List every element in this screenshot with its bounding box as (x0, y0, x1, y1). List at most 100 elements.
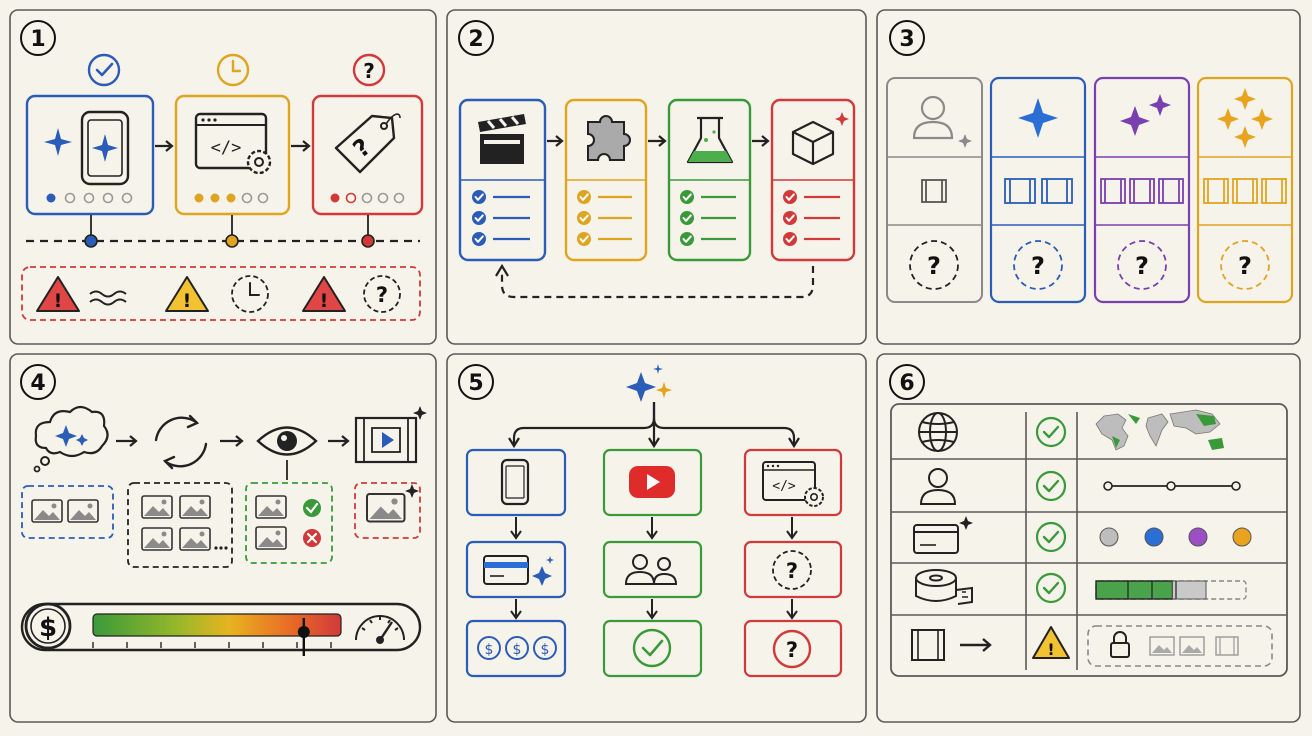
branch-connectors (508, 402, 800, 449)
dashed-loop-arrow-icon (495, 263, 815, 299)
svg-text:3: 3 (899, 27, 914, 52)
credit-card-icon (913, 516, 973, 554)
timeline-slider-icon (1103, 481, 1241, 491)
video-card (602, 448, 703, 517)
credit-card-sparkle-icon (483, 555, 554, 586)
column-gray (886, 77, 983, 303)
video-player-icon (354, 406, 427, 464)
film-frames-yellow (1203, 178, 1287, 204)
puzzle-piece-icon (587, 115, 631, 161)
color-dots-icon (1099, 527, 1252, 547)
panel-number-6: 6 (889, 364, 925, 400)
sparkles-icon (626, 364, 672, 402)
progress-dots-price (330, 192, 405, 204)
image-group-gray (127, 482, 233, 568)
check-icon (632, 628, 672, 668)
flask-icon (686, 116, 734, 164)
clock-icon (231, 275, 269, 313)
film-frames-gray (921, 179, 947, 203)
svg-text:?: ? (1238, 252, 1252, 280)
wave-icon (89, 290, 127, 306)
clock-icon (216, 53, 250, 87)
question-icon: ? (1013, 240, 1063, 290)
warning-icon: ! (36, 276, 80, 312)
question-icon: ? (772, 629, 812, 669)
cost-level-marker (297, 618, 310, 656)
panel-number-5: 5 (458, 364, 494, 400)
code-window-gear-icon: </> (194, 112, 272, 175)
svg-text:?: ? (786, 559, 798, 583)
column-purple (1093, 76, 1191, 304)
sparkles-four-icon (1217, 88, 1273, 148)
code-window-gear-icon: </> (762, 461, 824, 507)
cost-heat-bar (92, 613, 342, 637)
column-blue (989, 76, 1087, 304)
warning-icon: ! (165, 276, 209, 312)
svg-text:</>: </> (211, 138, 242, 158)
svg-text:!: ! (54, 290, 63, 312)
panel-number-1: 1 (20, 20, 56, 56)
checklist-yellow (576, 189, 632, 247)
audience-card (602, 540, 703, 599)
panel-3-frame (876, 9, 1301, 345)
close-icon (303, 529, 321, 547)
globe-icon (918, 412, 958, 452)
svg-text:$: $ (39, 613, 57, 643)
dollar-icon: $ (24, 602, 72, 650)
eye-icon (256, 426, 318, 480)
panel-5: $ $ $ </> (465, 364, 843, 678)
stage-puzzle (564, 98, 648, 262)
svg-text:!: ! (183, 290, 192, 312)
play-button-icon (629, 466, 675, 498)
question-icon: ? (909, 240, 959, 290)
flow-arrows (155, 140, 311, 152)
approved-card (602, 619, 703, 678)
coins-card (465, 619, 567, 678)
checklist-red (782, 189, 840, 247)
film-frames-blue (1004, 178, 1073, 204)
cycle-arrows-icon (154, 414, 208, 470)
progress-bar-icon (1095, 580, 1247, 600)
svg-text:?: ? (1031, 252, 1045, 280)
svg-text:$: $ (541, 642, 550, 658)
checklist-green (679, 189, 736, 247)
speedometer-icon (355, 615, 405, 644)
smartphone-sparkle-icon (44, 110, 130, 186)
panel-6: ! (890, 403, 1288, 677)
clapperboard-icon (478, 114, 526, 164)
film-arrow-icon (911, 629, 992, 661)
progress-remaining (1172, 580, 1207, 600)
smartphone-card (465, 448, 567, 517)
stage-arrows (547, 135, 770, 147)
status-table (890, 403, 1288, 677)
question-icon: ? (363, 275, 401, 313)
svg-text:!: ! (320, 290, 329, 312)
unknown-result-card (743, 619, 843, 678)
svg-text:?: ? (927, 252, 941, 280)
thought-cloud-icon (33, 405, 109, 473)
image-group-red (354, 482, 421, 539)
stage-flask (667, 98, 752, 262)
svg-text:$: $ (513, 642, 522, 658)
svg-text:6: 6 (899, 371, 914, 396)
timeline (26, 215, 420, 248)
question-icon: ? (772, 550, 812, 590)
cube-icon (791, 112, 849, 166)
price-card (311, 94, 424, 216)
panel-number-3: 3 (889, 20, 925, 56)
film-frames-purple (1100, 178, 1184, 204)
user-icon (912, 95, 972, 148)
image-sparkle-icon (366, 484, 419, 523)
heat-bar-ticks (92, 642, 332, 648)
check-icon (87, 53, 121, 87)
users-icon (624, 554, 678, 585)
panel-5-frame (446, 353, 867, 723)
column-yellow (1196, 76, 1294, 304)
svg-text:4: 4 (30, 371, 45, 396)
user-icon (919, 468, 957, 505)
svg-text:5: 5 (468, 371, 483, 396)
panel-2-frame (446, 9, 867, 345)
panel-4-frame (9, 353, 437, 723)
panel-2 (458, 98, 856, 299)
